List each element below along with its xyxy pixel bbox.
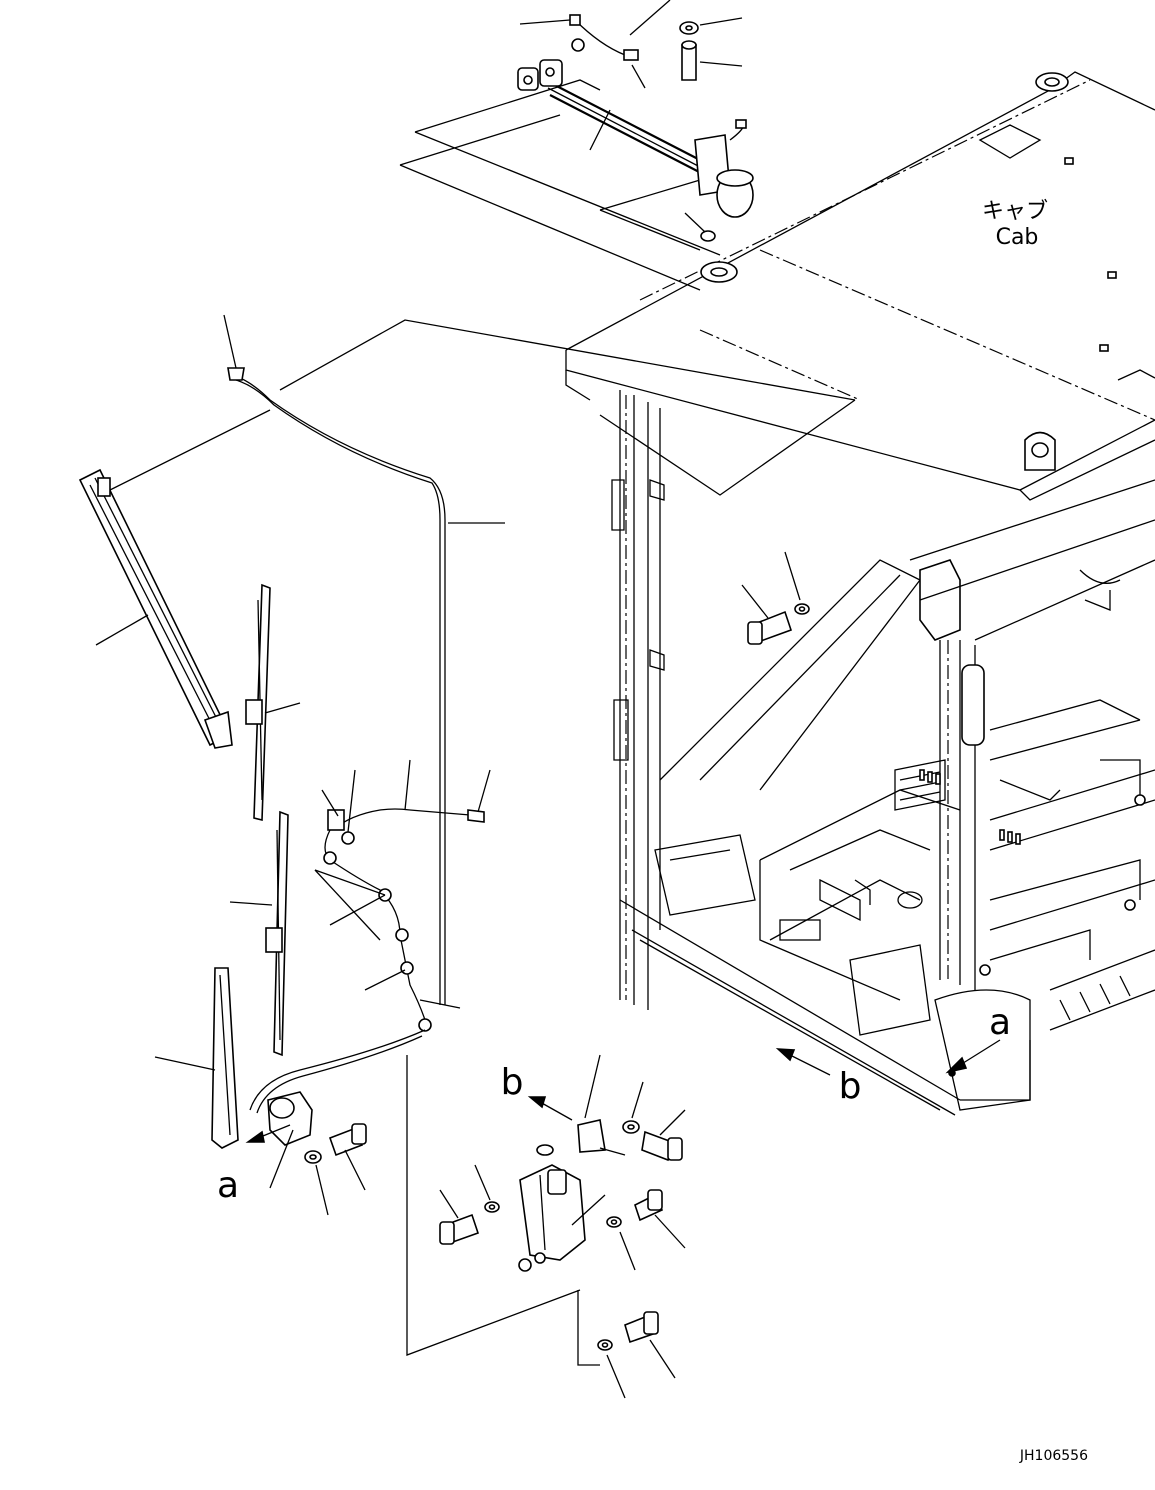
floor-holes [919,769,1021,845]
top-wiper-linkage [399,0,754,291]
cab-frame [565,71,1155,1116]
lower-wiper-blade [229,810,289,1057]
washer-hose-harness [99,314,856,1356]
cab-label-jp: キャブ [982,199,1048,224]
view-a-label-right: a [989,1002,1011,1043]
upper-wiper-arm [78,468,233,749]
lower-motor-mount [245,1091,367,1216]
drawing-id: JH106556 [1019,1448,1088,1464]
center-motor-bracket [439,1054,686,1399]
view-b-label-right: b [839,1066,862,1107]
lower-wiper-arm [154,967,239,1149]
upper-wiper-blade [245,583,301,822]
view-b-label-left: b [501,1062,524,1103]
cab-label-en: Cab [996,225,1039,250]
view-arrows [775,1039,1001,1076]
frame-bolt [741,551,810,645]
view-a-label-left: a [217,1165,239,1206]
